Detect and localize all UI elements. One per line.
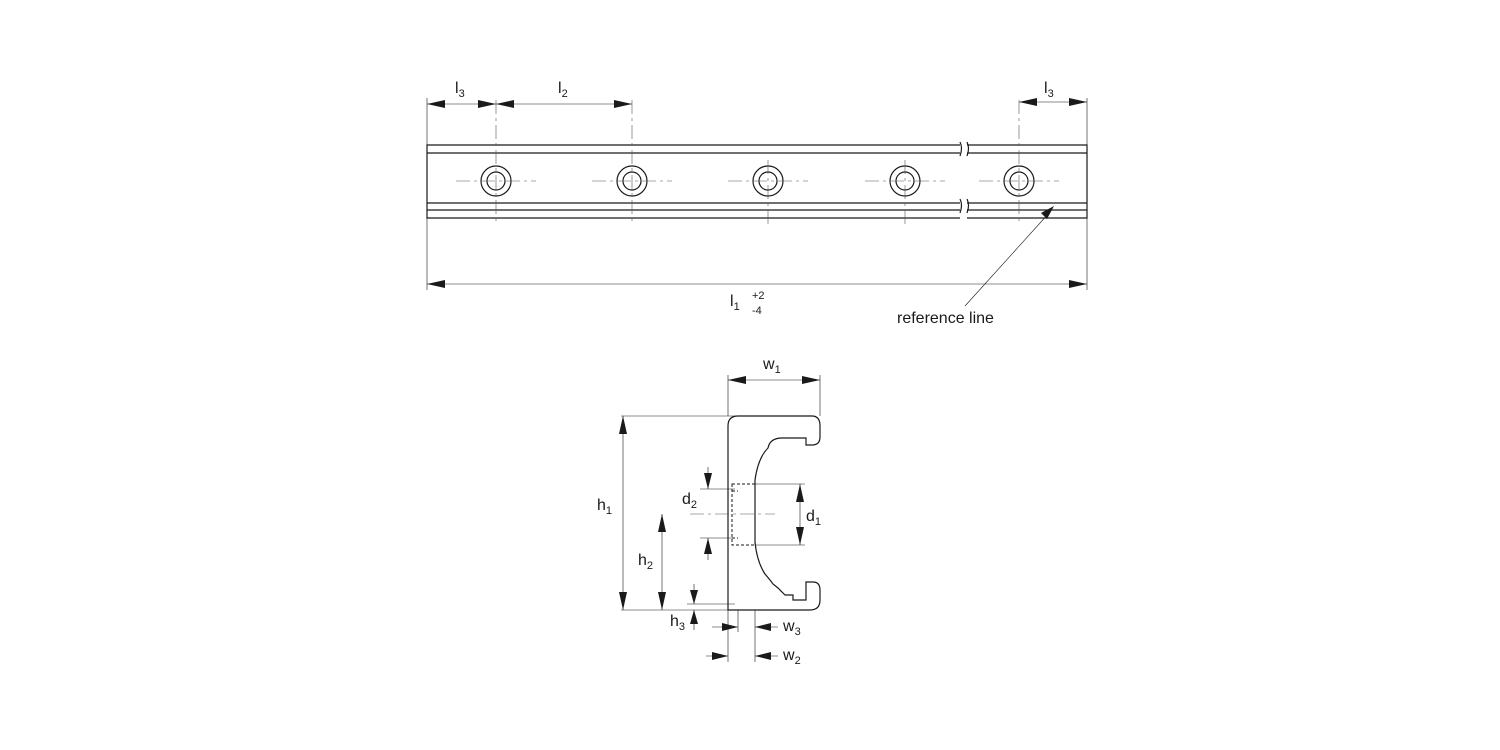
dim-subscript: 3 (795, 626, 801, 638)
mounting-hole (979, 100, 1059, 225)
dim-subscript: 2 (562, 88, 568, 100)
svg-text:w3: w3 (782, 618, 801, 638)
svg-text:w1: w1 (762, 356, 781, 376)
svg-text:l3: l3 (1044, 80, 1054, 100)
break-mark (959, 141, 963, 214)
dim-subscript: 2 (691, 499, 697, 511)
svg-text:w2: w2 (782, 647, 801, 667)
dim-letter: h (597, 497, 606, 514)
svg-text:d2: d2 (682, 491, 697, 511)
break-mark (966, 141, 970, 214)
dimension-l3-right: l3 (1019, 80, 1087, 106)
dimension-d2: d2 (682, 467, 712, 560)
tolerance-plus: +2 (752, 290, 765, 302)
svg-text:h2: h2 (638, 552, 653, 572)
counterbore-hidden-line (731, 483, 756, 546)
dim-letter: d (806, 508, 815, 525)
dim-subscript: 1 (606, 505, 612, 517)
svg-text:h3: h3 (670, 613, 685, 633)
svg-text:l2: l2 (558, 80, 568, 100)
rail-outline-left (426, 144, 960, 219)
reference-line-callout: reference line (897, 206, 1054, 327)
rail-top-view: l3 l2 l3 l1 +2 -4 reference (426, 80, 1088, 327)
dim-subscript: 2 (795, 655, 801, 667)
dim-subscript: 1 (815, 516, 821, 528)
rail-cross-section: w1 h1 d2 d1 h2 (597, 356, 821, 667)
dimension-w2: w2 (706, 647, 801, 667)
dimension-h2: h2 (638, 514, 666, 610)
dim-subscript: 1 (734, 301, 740, 313)
dimension-l2: l2 (496, 80, 632, 108)
dim-letter: d (682, 491, 691, 508)
dim-letter: w (762, 356, 775, 373)
svg-text:d1: d1 (806, 508, 821, 528)
rail-outline-right (967, 144, 1088, 219)
dimension-l3-left: l3 (427, 80, 496, 108)
dimension-w3: w3 (712, 618, 801, 638)
dim-letter: w (782, 618, 795, 635)
profile-outline (727, 415, 821, 611)
dim-letter: h (670, 613, 679, 630)
mounting-hole (865, 160, 945, 225)
dim-letter: l (730, 293, 734, 310)
dimension-h3: h3 (670, 584, 698, 633)
dimension-l1: l1 +2 -4 (427, 280, 1087, 317)
dimension-d1: d1 (796, 484, 821, 545)
svg-text:h1: h1 (597, 497, 612, 517)
mounting-hole (456, 100, 536, 225)
tolerance-minus: -4 (752, 305, 762, 317)
svg-text:l3: l3 (455, 80, 465, 100)
mounting-hole (728, 160, 808, 225)
dimension-w1: w1 (728, 356, 820, 384)
mounting-hole (592, 100, 672, 225)
dim-letter: l (1044, 80, 1048, 97)
dimension-h1: h1 (597, 416, 627, 610)
dim-letter: l (558, 80, 562, 97)
dim-letter: w (782, 647, 795, 664)
dim-letter: l (455, 80, 459, 97)
dim-subscript: 3 (1048, 88, 1054, 100)
dim-subscript: 1 (775, 364, 781, 376)
dim-subscript: 2 (647, 560, 653, 572)
svg-text:l1: l1 (730, 293, 740, 313)
reference-line-label: reference line (897, 310, 994, 327)
dim-letter: h (638, 552, 647, 569)
dim-subscript: 3 (459, 88, 465, 100)
dim-subscript: 3 (679, 621, 685, 633)
